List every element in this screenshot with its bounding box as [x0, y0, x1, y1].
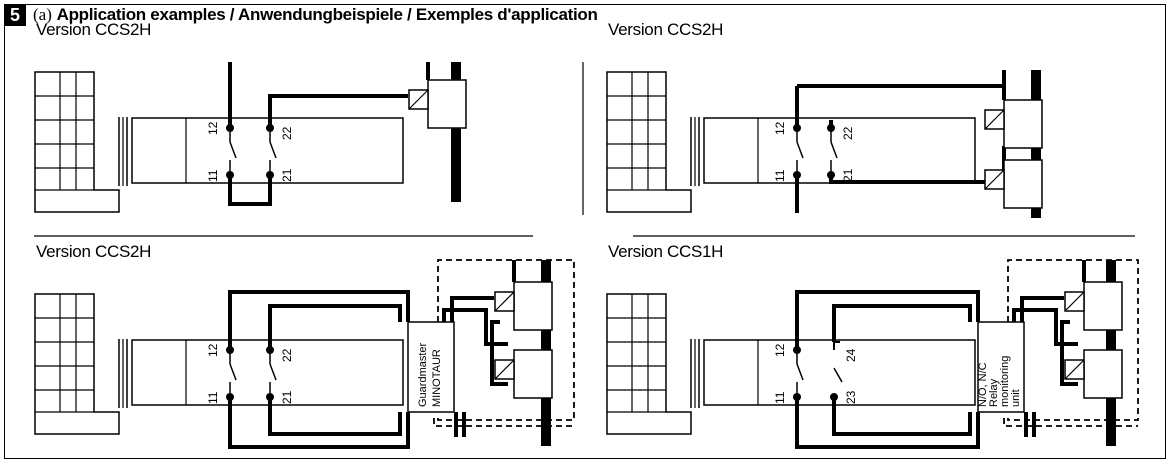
contact-12-label: 12 [206, 343, 220, 357]
figure-header: (a) Application examples / Anwendungbeis… [33, 5, 598, 25]
controller-line-2: MINOTAUR [431, 349, 443, 407]
controller-line-1: Guardmaster [417, 342, 429, 407]
figure-number-badge: 5 [4, 4, 26, 26]
contact-24-label: 24 [844, 348, 858, 362]
contact-11-label: 11 [773, 391, 787, 404]
contact-22-label: 22 [280, 126, 294, 140]
contact-23-label: 23 [844, 390, 858, 404]
panel-4-version-label: Version CCS1H [608, 242, 724, 261]
panel-1-diagram: 12 22 11 21 [34, 62, 467, 213]
panel-3-diagram: Guardmaster MINOTAUR 12 22 11 21 [34, 259, 575, 449]
panel-4-diagram: N/O, N/C Relay monitoring unit 12 24 11 … [606, 259, 1139, 449]
contact-21-label: 21 [280, 390, 294, 404]
panel-2-version-label: Version CCS2H [608, 20, 724, 39]
contact-11-label: 11 [206, 169, 220, 182]
contact-21-label: 21 [841, 168, 855, 182]
contact-22-label: 22 [841, 126, 855, 140]
contact-12-label: 12 [206, 121, 220, 135]
figure-frame [4, 4, 1166, 459]
contact-12-label: 12 [773, 343, 787, 357]
contact-11-label: 11 [206, 391, 220, 404]
figure-prefix: (a) [33, 5, 52, 24]
panel-3-version-label: Version CCS2H [36, 242, 152, 261]
relay-line-1: N/O, N/C [977, 362, 989, 407]
relay-line-4: unit [1010, 389, 1022, 407]
relay-line-3: monitoring [999, 356, 1011, 407]
contact-11-label: 11 [773, 169, 787, 182]
contact-21-label: 21 [280, 168, 294, 182]
relay-line-2: Relay [988, 378, 1000, 407]
figure-title: Application examples / Anwendungbeispiel… [56, 5, 598, 24]
panel-1-version-label: Version CCS2H [36, 20, 152, 39]
panel-2-diagram: 12 22 11 21 [606, 70, 1043, 218]
contact-12-label: 12 [773, 121, 787, 135]
contact-22-label: 22 [280, 348, 294, 362]
